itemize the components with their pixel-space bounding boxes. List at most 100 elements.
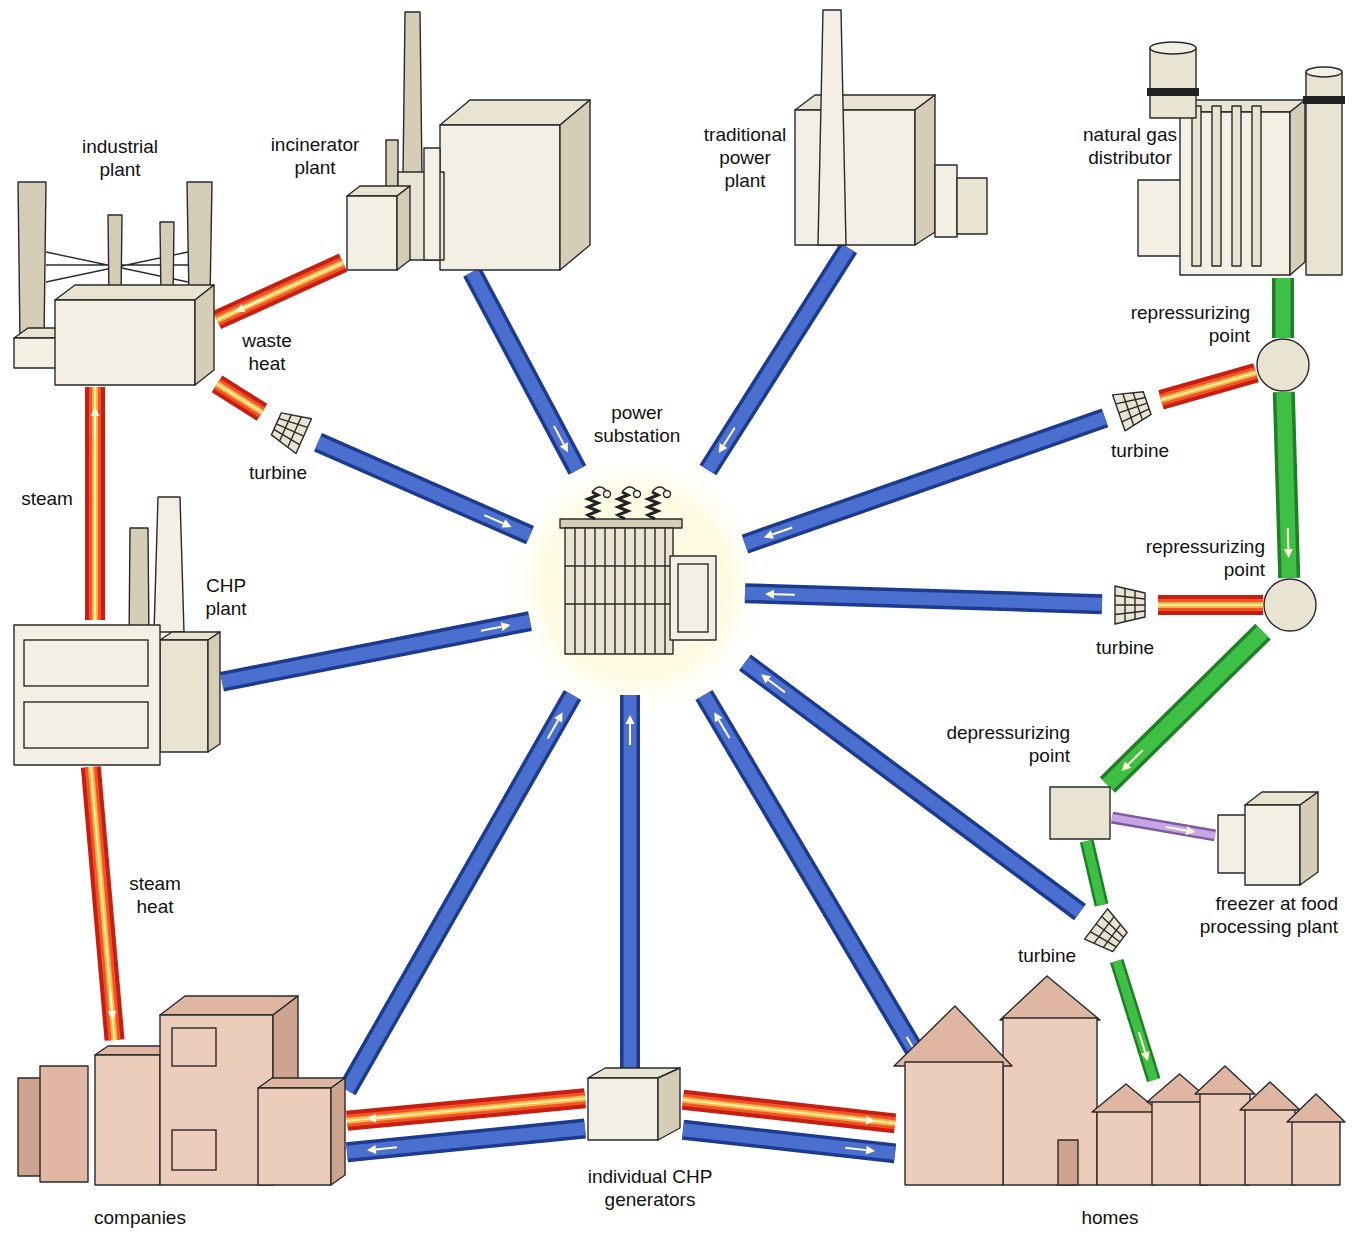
drawing-polygon [195, 285, 214, 385]
node-shape [1080, 905, 1136, 961]
drawing-polygon [331, 1078, 345, 1185]
green-pipe [1283, 278, 1284, 338]
flow-arrow-shaft [554, 426, 564, 445]
pipe-stroke [94, 387, 96, 620]
thin-pipe [1117, 961, 1154, 1080]
drawing-rect [1192, 106, 1201, 266]
pipe-stroke [683, 1100, 895, 1124]
node-shape [1215, 788, 1332, 886]
gas-distributor: natural gas distributor [1135, 38, 1347, 278]
drawing-polygon [154, 497, 184, 632]
pipe-stroke [85, 387, 105, 620]
node-shape [790, 8, 990, 248]
pipe-stroke [472, 272, 577, 470]
red-pipe [1158, 605, 1263, 606]
drawing-rect [40, 1066, 88, 1182]
drawing-rect [588, 1078, 658, 1140]
flow-arrow-head [765, 590, 774, 599]
flow-arrow-head [367, 1114, 376, 1123]
drawing-path [270, 409, 311, 452]
drawing-rect [1150, 48, 1196, 118]
drawing-rect [560, 519, 682, 528]
chp-plant: CHP plant [10, 620, 222, 767]
pipe-stroke [217, 384, 262, 412]
drawing-rect [1200, 1092, 1250, 1185]
chp-generator: individual CHP generators [585, 1068, 683, 1140]
substation-glow [497, 445, 777, 725]
blue-pipe [745, 662, 1080, 912]
pipe-stroke [624, 695, 637, 1068]
homes-houses: homes [895, 1080, 1345, 1187]
blue-pipe [745, 418, 1105, 544]
drawing-rect [55, 300, 195, 385]
drawing-rect [1003, 1018, 1097, 1185]
pipe-stroke [1087, 841, 1102, 905]
drawing-rect [14, 625, 160, 765]
drawing-polygon [397, 186, 410, 270]
pipe-stroke [745, 662, 1080, 912]
flow-arrow-shaft [1166, 827, 1187, 831]
pipe-stroke [745, 418, 1105, 544]
drawing-polygon [894, 1006, 1012, 1066]
pipe-stroke [217, 384, 262, 412]
pipe-stroke [1112, 818, 1215, 836]
pipe-stroke [683, 1130, 895, 1154]
pipe-stroke [704, 695, 932, 1080]
drawing-rect [24, 640, 148, 686]
flow-arrow-head [235, 304, 245, 312]
drawing-circle [1264, 579, 1316, 631]
turbine: turbine [262, 402, 318, 458]
pipe-stroke [347, 1098, 585, 1121]
pipe-stroke [1276, 278, 1291, 338]
label-text: turbine [1096, 637, 1154, 660]
flow-arrow-head [502, 519, 512, 527]
pipe-stroke [1158, 599, 1263, 611]
flow-arrow-head [1122, 761, 1132, 771]
drawing-polygon [795, 95, 935, 110]
drawing-polygon [560, 100, 590, 270]
label-text: steam [21, 488, 73, 511]
drawing-rect [440, 125, 560, 270]
pipe-stroke [472, 272, 577, 470]
pipe-stroke [347, 1129, 585, 1153]
turbine: turbine [1080, 905, 1136, 961]
label-text: homes [1081, 1207, 1138, 1230]
flow-arrow-shaft [94, 416, 96, 437]
flow-arrow-shaft [484, 515, 503, 523]
flow-arrow-shaft [1128, 750, 1143, 765]
label-text: steam heat [127, 873, 184, 919]
flow-arrow-shaft [719, 720, 730, 738]
red-pipe [347, 1098, 585, 1122]
pipe-stroke [620, 695, 640, 1068]
drawing-circle [634, 491, 641, 498]
pipe-stroke [217, 263, 343, 320]
drawing-rect [95, 1055, 160, 1185]
drawing-polygon [1113, 385, 1154, 431]
flow-arrow-shaft [1139, 1032, 1145, 1052]
node-shape [1256, 338, 1310, 392]
blue-pipe [347, 1129, 585, 1154]
drawing-polygon [1240, 1082, 1300, 1110]
label-text: turbine [249, 462, 307, 485]
pipe-stroke [1158, 602, 1263, 608]
pipe-stroke [347, 695, 573, 1090]
pipe-stroke [217, 263, 343, 320]
pipe-stroke [708, 248, 849, 470]
label-text: depressurizing point [928, 722, 1071, 768]
pipe-stroke [1158, 604, 1263, 606]
drawing-polygon [1290, 100, 1305, 275]
flow-arrow-head [91, 407, 100, 416]
node-shape [1048, 785, 1112, 841]
drawing-rect [1097, 1110, 1155, 1185]
red-pipe [217, 263, 343, 320]
node-shape [262, 402, 318, 458]
flow-arrow-head [626, 715, 635, 724]
pipe-stroke [704, 695, 932, 1080]
power-plant: traditional power plant [790, 8, 990, 248]
pipe-stroke [1158, 595, 1263, 615]
freezer-plant: freezer at food processing plant [1215, 788, 1332, 886]
drawing-rect [424, 148, 440, 260]
drawing-path [1113, 387, 1152, 428]
blue-pipe [683, 1130, 895, 1155]
drawing-polygon [1287, 1094, 1345, 1122]
